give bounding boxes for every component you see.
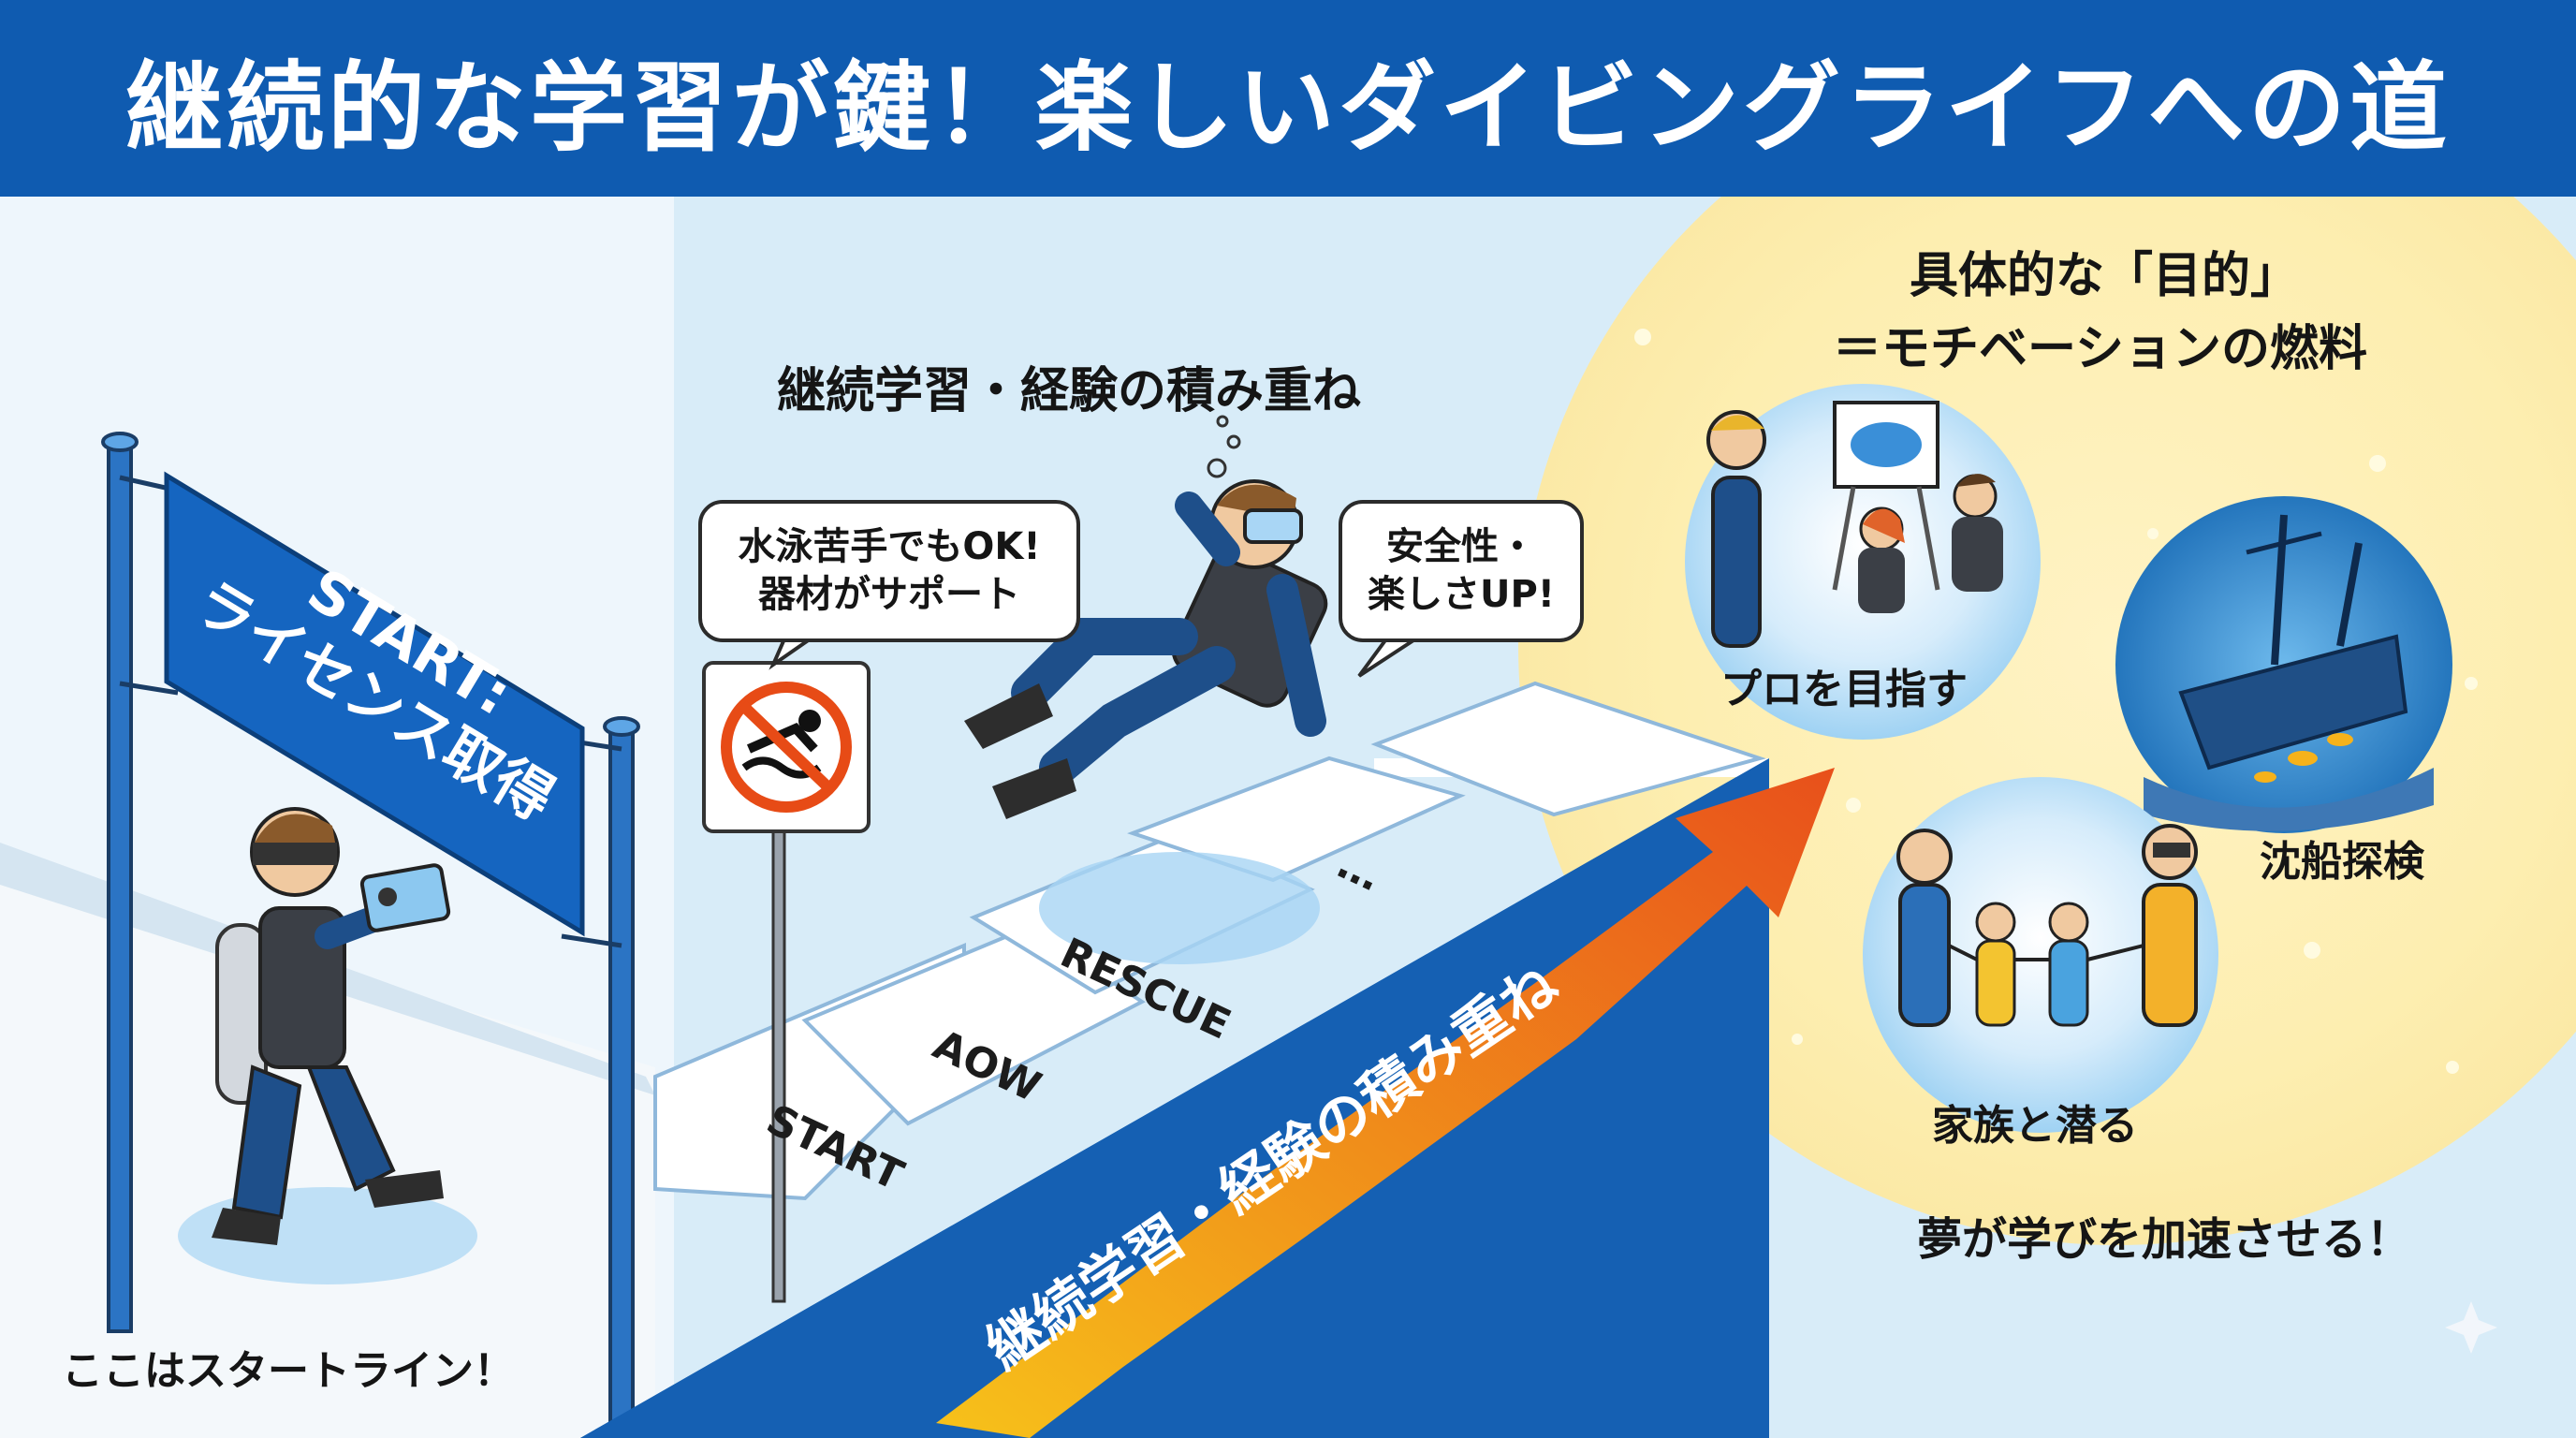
middle-heading: 継続学習・経験の積み重ね <box>777 363 1362 419</box>
goal-label-pro: プロを目指す <box>1720 666 1968 713</box>
bubble-left: 水泳苦手でもOK! 器材がサポート <box>698 500 1080 642</box>
start-banner <box>164 471 585 937</box>
title-bar: 継続的な学習が鍵！楽しいダイビングライフへの道 <box>0 0 2576 197</box>
bubble-right-line-2: 楽しさUP! <box>1367 573 1556 616</box>
bubble-left-line-2: 器材がサポート <box>758 573 1020 616</box>
start-caption: ここはスタートライン！ <box>62 1347 515 1395</box>
goals-caption: 夢が学びを加速させる！ <box>1917 1213 2412 1266</box>
diver-with-license-icon <box>178 807 477 1284</box>
goals-heading-2: ＝モチベーションの燃料 <box>1833 321 2367 377</box>
goal-wreck-icon <box>2115 496 2452 833</box>
page-title: 継続的な学習が鍵！楽しいダイビングライフへの道 <box>124 50 2451 165</box>
goal-label-wreck: 沈船探検 <box>2260 838 2424 886</box>
sparkle-icon <box>2445 1301 2497 1354</box>
staircase <box>580 681 1769 1438</box>
goal-label-family: 家族と潜る <box>1932 1102 2138 1150</box>
bubble-right: 安全性・ 楽しさUP! <box>1339 500 1584 642</box>
growth-arrow <box>936 768 1835 1438</box>
no-swimming-icon <box>702 661 871 1303</box>
goal-pro-icon <box>1685 384 2041 740</box>
bubble-left-line-1: 水泳苦手でもOK! <box>738 524 1041 568</box>
start-gate <box>101 432 640 1438</box>
floating-diver-icon <box>964 415 1328 819</box>
bubble-right-line-1: 安全性・ <box>1386 524 1536 568</box>
illustration-scene <box>0 197 2576 1438</box>
goals-heading-1: 具体的な「目的」 <box>1910 248 2300 304</box>
goal-family-icon <box>1863 777 2218 1133</box>
